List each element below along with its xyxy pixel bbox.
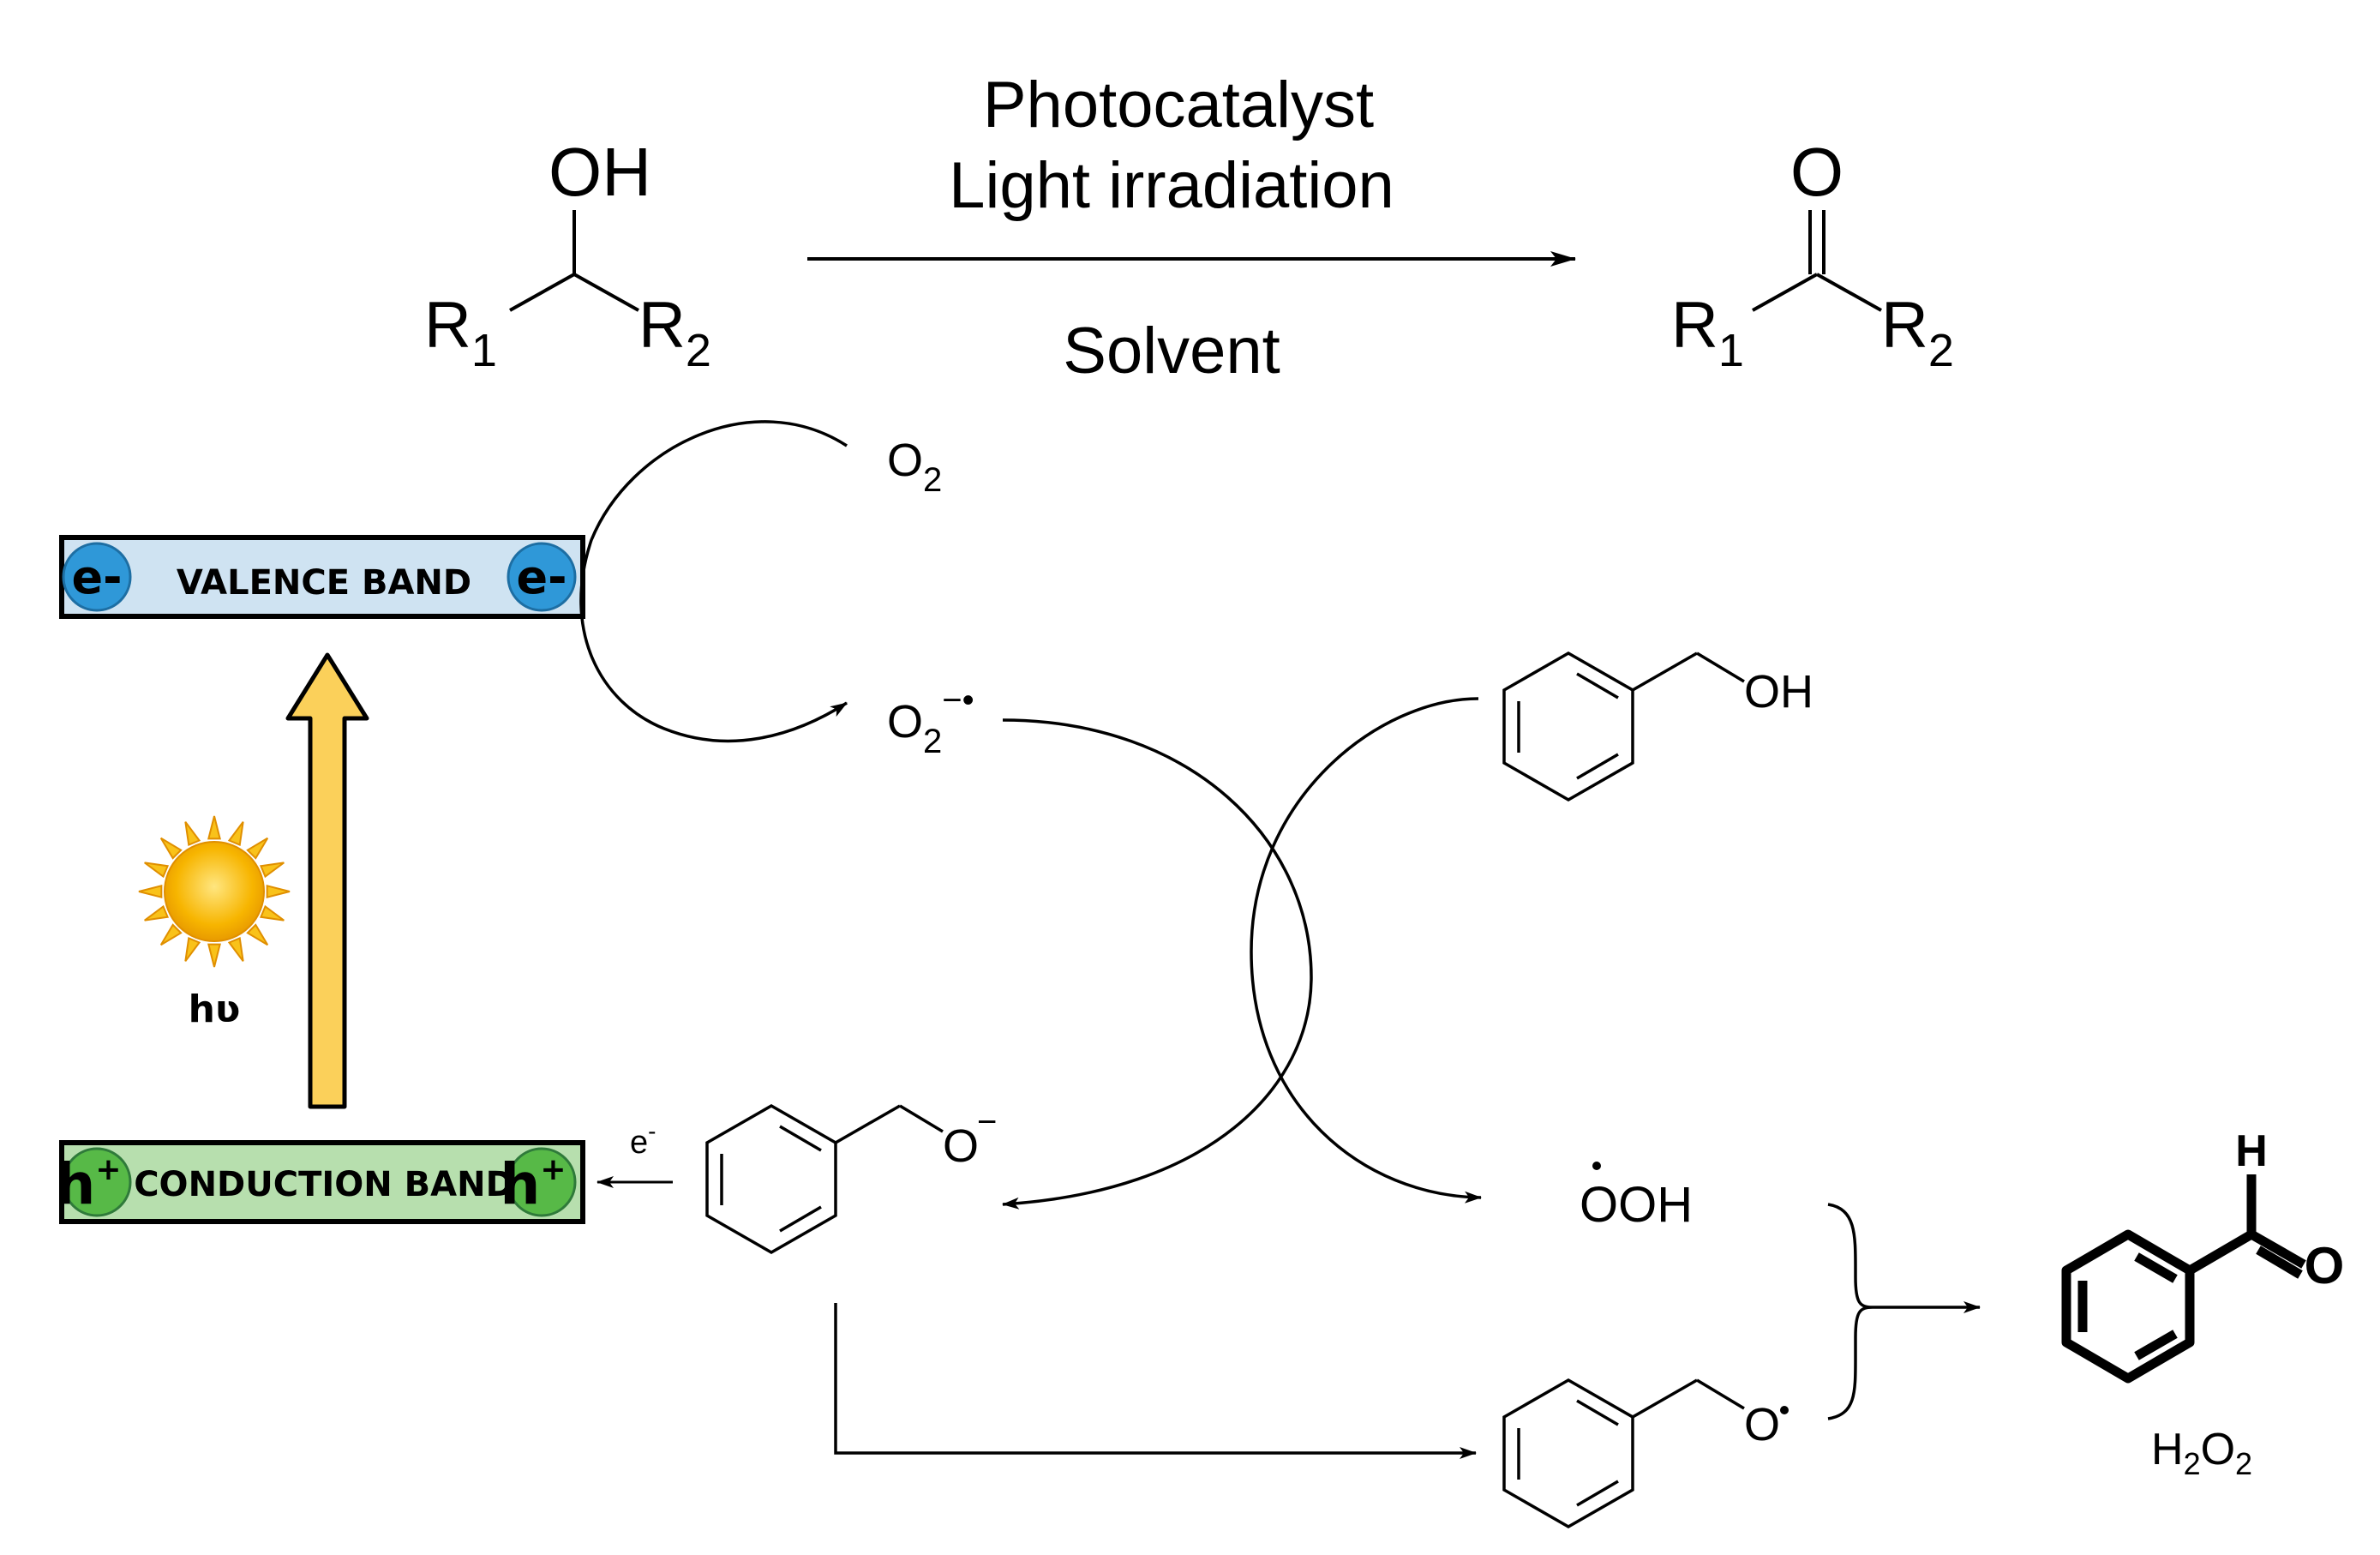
valence-band-box	[59, 535, 585, 619]
hole-right	[507, 1147, 577, 1217]
product-ketone: O R1 R2	[1671, 134, 1954, 376]
benzyl-alkoxide	[705, 1103, 944, 1255]
reactant-r1: R1	[424, 289, 497, 376]
electron-left-label: e-	[71, 550, 122, 604]
electron-left	[62, 542, 132, 612]
conduction-band-box	[59, 1140, 585, 1224]
reactant-oh: OH	[549, 134, 651, 210]
benzyl-alcohol-oh: OH	[1744, 666, 1813, 717]
alcohol-to-hydroperoxyl-arrow	[1250, 697, 1482, 1204]
alkoxide-charge: −	[977, 1103, 997, 1141]
benzaldehyde-o: O	[2305, 1237, 2345, 1294]
conduction-band: h+ h+ CONDUCTION BAND	[55, 1140, 585, 1224]
electron-right-label: e-	[516, 550, 567, 604]
product-o: O	[1790, 134, 1843, 210]
alkoxy-radical-dot	[1780, 1406, 1789, 1414]
superoxide-to-alkoxide-arrow	[1002, 718, 1313, 1210]
sun-rays	[138, 815, 291, 968]
electron-right	[507, 542, 577, 612]
reactant-alcohol: OH R1 R2	[424, 134, 711, 376]
sun-icon	[138, 815, 291, 968]
benzaldehyde-h: H	[2235, 1126, 2268, 1176]
product-r1: R1	[1671, 289, 1744, 376]
hv-label: hʋ	[189, 988, 241, 1031]
conduction-band-label: CONDUCTION BAND	[134, 1165, 514, 1204]
hydroperoxyl-radical-dot	[1592, 1162, 1601, 1170]
combination-brace	[1827, 1203, 1873, 1420]
valence-band-label: VALENCE BAND	[177, 563, 471, 603]
condition-solvent: Solvent	[1063, 315, 1280, 387]
electron-transfer-label: e-	[630, 1118, 656, 1161]
condition-photocatalyst: Photocatalyst	[983, 69, 1374, 141]
hydrogen-peroxide-label: H2O2	[2151, 1425, 2252, 1481]
excitation-arrow	[285, 652, 369, 1109]
o2-label: O2	[887, 435, 942, 499]
reactant-r2: R2	[638, 289, 711, 376]
hole-right-label: h+	[500, 1151, 566, 1217]
condition-light: Light irradiation	[949, 149, 1394, 222]
hole-left	[62, 1147, 132, 1217]
hole-left-label: h+	[55, 1151, 121, 1217]
superoxide-label: O2−•	[887, 681, 974, 760]
reactant-bonds	[509, 210, 639, 312]
benzyl-alkoxy-radical	[1502, 1378, 1745, 1529]
alkoxide-to-radical-arrow	[834, 1303, 1477, 1459]
valence-band: e- e- VALENCE BAND	[59, 535, 585, 619]
product-r2: R2	[1881, 289, 1954, 376]
product-bonds	[1752, 210, 1882, 312]
benzaldehyde	[2061, 1174, 2306, 1384]
alkoxy-radical-o: O	[1744, 1399, 1780, 1450]
o2-reduction-arrow	[579, 420, 848, 743]
hydroperoxyl-label: OOH	[1580, 1177, 1693, 1233]
alkoxide-o: O	[943, 1120, 979, 1172]
benzyl-alcohol	[1502, 651, 1745, 802]
